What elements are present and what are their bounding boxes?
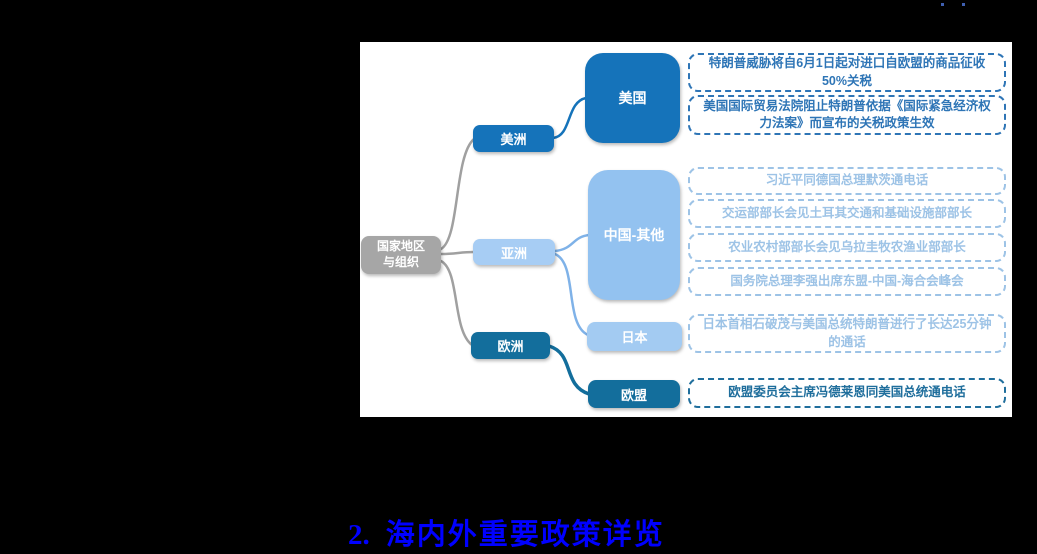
- branch-node-asia: 亚洲: [473, 239, 555, 265]
- section-number: 2.: [348, 519, 370, 551]
- country-node-usa: 美国: [585, 53, 680, 143]
- event-box-china-2: 交运部部长会见土耳其交通和基础设施部部长: [688, 199, 1006, 228]
- country-node-eu: 欧盟: [588, 380, 680, 408]
- event-box-eu-1: 欧盟委员会主席冯德莱恩同美国总统通电话: [688, 378, 1006, 408]
- branch-americas-label: 美洲: [500, 132, 527, 147]
- country-usa-label: 美国: [618, 90, 647, 106]
- country-node-china-other: 中国-其他: [588, 170, 680, 300]
- root-node-label-line1: 国家地区: [376, 239, 425, 254]
- event-box-usa-1: 特朗普威胁将自6月1日起对进口自欧盟的商品征收50%关税: [688, 53, 1006, 92]
- branch-node-europe: 欧洲: [471, 332, 550, 359]
- event-box-china-4: 国务院总理李强出席东盟-中国-海合会峰会: [688, 267, 1006, 296]
- event-box-china-1: 习近平同德国总理默茨通电话: [688, 167, 1006, 195]
- section-title: 2. 海内外重要政策详览: [348, 511, 665, 553]
- event-box-usa-2: 美国国际贸易法院阻止特朗普依据《国际紧急经济权力法案》而宣布的关税政策生效: [688, 95, 1006, 135]
- country-node-japan: 日本: [587, 322, 682, 351]
- connector-lines: [439, 96, 591, 396]
- event-box-china-3: 农业农村部部长会见乌拉圭牧农渔业部部长: [688, 233, 1006, 262]
- country-china-other-label: 中国-其他: [603, 227, 665, 243]
- artifact-dot: [962, 3, 965, 6]
- figure-panel: 国家地区 与组织 美洲 亚洲 欧洲 美国 中国-其他 日本 欧盟 特朗普威胁将自…: [360, 42, 1012, 417]
- artifact-dot: [941, 3, 944, 6]
- branch-asia-label: 亚洲: [500, 245, 527, 261]
- branch-node-americas: 美洲: [473, 125, 554, 152]
- event-box-japan-1: 日本首相石破茂与美国总统特朗普进行了长达25分钟的通话: [688, 314, 1006, 353]
- country-japan-label: 日本: [621, 330, 648, 345]
- country-eu-label: 欧盟: [620, 387, 647, 403]
- root-node-countries-regions: 国家地区 与组织: [361, 236, 441, 274]
- root-node-label-line2: 与组织: [382, 255, 419, 269]
- section-title-text: 海内外重要政策详览: [385, 519, 665, 551]
- branch-europe-label: 欧洲: [497, 339, 524, 354]
